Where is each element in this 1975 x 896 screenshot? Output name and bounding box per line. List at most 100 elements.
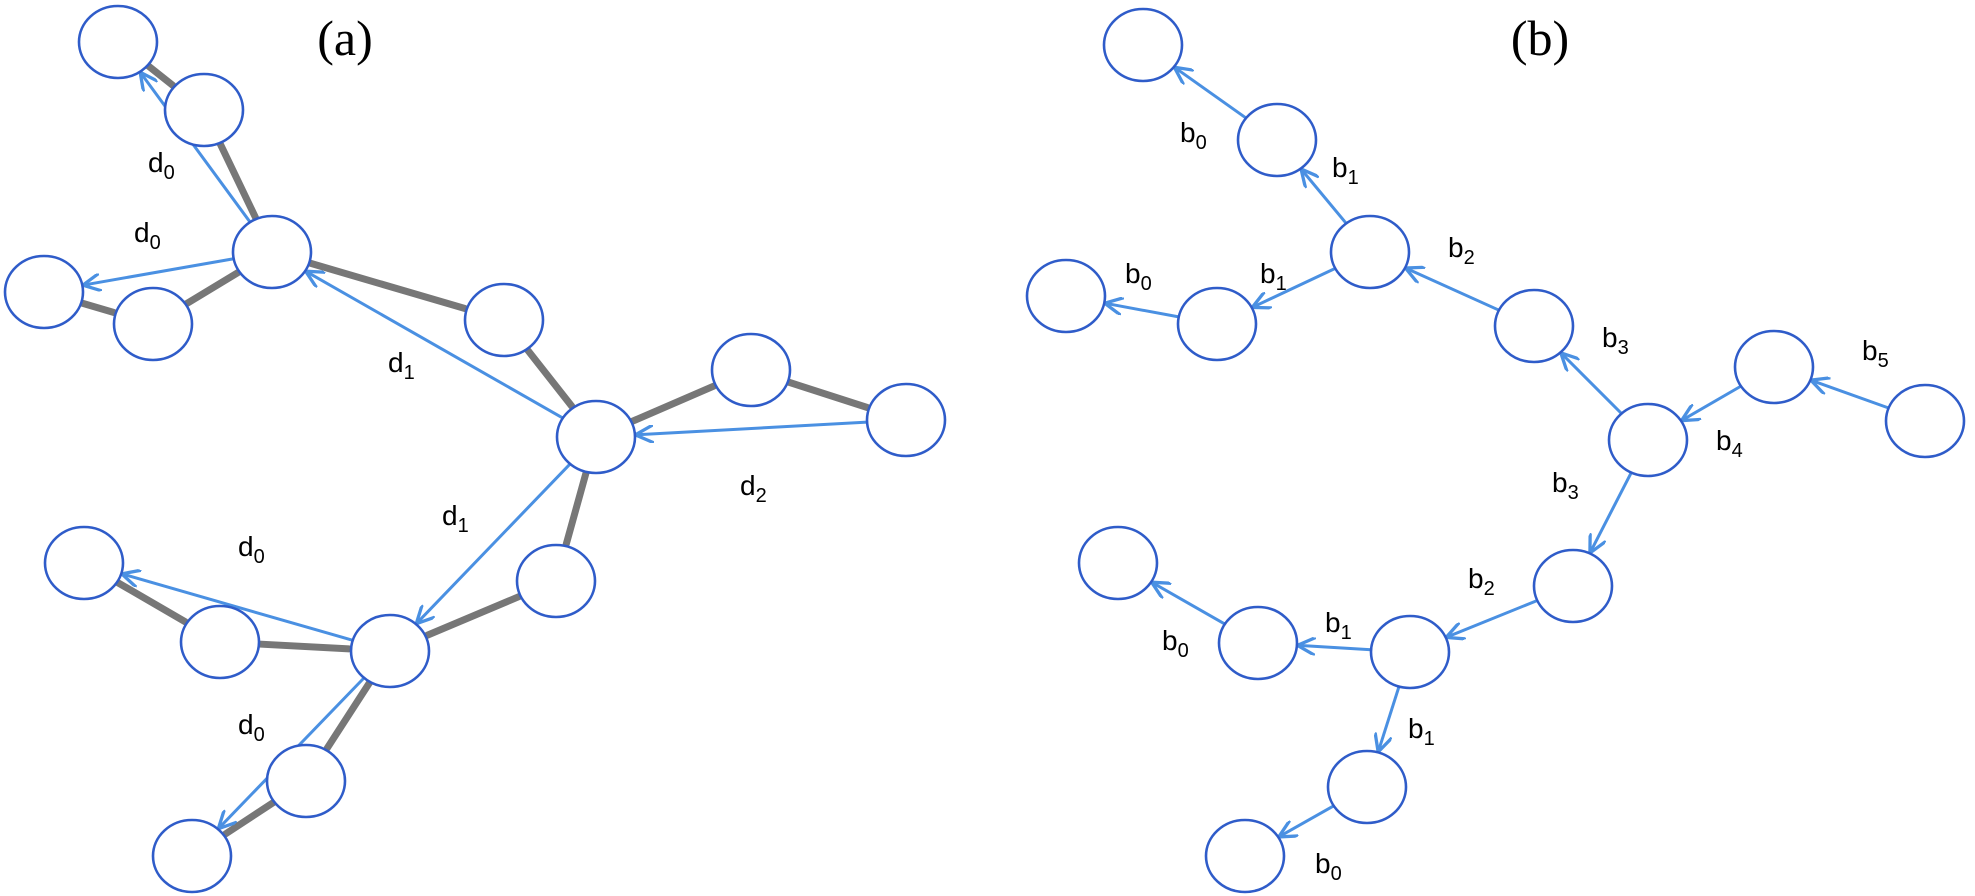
graph-node [265,743,347,819]
graph-node [231,214,313,290]
graph-node [151,818,233,894]
direction-arrow [1280,804,1335,836]
panel-a-title: (a) [317,10,373,66]
bond-line [77,299,118,317]
direction-arrow [1106,303,1180,319]
graph-node [112,286,194,362]
bond-line [113,578,189,626]
label-subscript: 0 [1141,273,1152,295]
label-subscript: 0 [1331,863,1342,885]
graph-node [1329,214,1411,290]
label-subscript: 1 [1348,167,1359,189]
label-base: b [1468,563,1484,594]
edge-label-d1: d1 [388,347,415,384]
direction-arrow [417,462,572,623]
label-subscript: 0 [150,232,161,254]
edge-label-d1: d1 [442,500,469,537]
panel-a-labels: d0 d0 d1 d2 d1 d0 d0 [134,147,767,746]
edge-label-b3: b3 [1602,322,1629,359]
bond-layer [77,61,871,838]
label-subscript: 3 [1568,482,1579,504]
direction-arrow [1591,471,1633,552]
arrow-layer [84,68,1890,836]
graph-node [710,332,792,408]
label-subscript: 1 [404,362,415,384]
label-base: d [388,347,404,378]
label-base: b [1260,258,1276,289]
panel-b-labels: b0 b1 b0 b1 b2 b3 b5 b4 b3 b2 b1 b0 b1 b… [1125,117,1889,885]
label-base: b [1408,713,1424,744]
edge-label-d2: d2 [740,470,767,507]
graph-node [77,4,159,80]
direction-arrow [1448,599,1538,636]
bond-line [523,345,576,410]
edge-label-b4: b4 [1716,425,1743,462]
graph-node [865,382,947,458]
direction-arrow [1379,686,1401,751]
label-base: b [1162,625,1178,656]
label-base: b [1862,335,1878,366]
label-subscript: 2 [756,485,767,507]
graph-node [1493,288,1575,364]
graph-node [1369,614,1451,690]
label-base: b [1552,467,1568,498]
label-subscript: 1 [458,515,469,537]
edge-label-b1: b1 [1408,713,1435,750]
graph-node [179,604,261,680]
label-base: b [1448,232,1464,263]
direction-arrow [123,574,354,642]
edge-label-b1: b1 [1260,258,1287,295]
direction-arrow [1407,269,1500,312]
label-subscript: 0 [1178,640,1189,662]
label-subscript: 1 [1341,622,1352,644]
label-subscript: 5 [1878,350,1889,372]
bond-line [423,592,525,639]
label-subscript: 2 [1464,247,1475,269]
direction-arrow [1683,384,1742,420]
bond-line [323,678,374,752]
label-base: d [442,500,458,531]
direction-arrow [84,257,234,285]
label-base: d [134,217,150,248]
direction-arrow [141,73,252,224]
edge-label-b0: b0 [1125,258,1152,295]
bond-line [144,61,177,89]
edge-label-b0: b0 [1162,625,1189,662]
graph-node [1176,286,1258,362]
graph-node [1217,605,1299,681]
label-base: b [1180,117,1196,148]
label-subscript: 2 [1484,578,1495,600]
node-layer [3,4,1966,894]
edge-label-d0: d0 [238,531,265,568]
edge-label-b1: b1 [1332,152,1359,189]
direction-arrow [1176,68,1247,120]
label-subscript: 0 [164,162,175,184]
edge-label-b2: b2 [1448,232,1475,269]
label-subscript: 0 [254,724,265,746]
edge-label-b1: b1 [1325,607,1352,644]
label-base: b [1716,425,1732,456]
graph-node [1532,548,1614,624]
edge-label-d0: d0 [148,147,175,184]
graph-node [1025,258,1107,334]
direction-arrow [1254,266,1336,306]
label-base: b [1315,848,1331,879]
label-base: d [148,147,164,178]
label-base: b [1602,322,1618,353]
bond-line [221,798,278,838]
direction-arrow [1299,645,1372,649]
edge-label-b0: b0 [1315,848,1342,885]
graph-node [1884,383,1966,459]
edge-label-d0: d0 [238,709,265,746]
bond-line [627,382,718,426]
label-subscript: 1 [1276,273,1287,295]
bond-line [784,378,871,412]
label-base: b [1325,607,1341,638]
bond-line [255,640,353,653]
graph-node [1077,525,1159,601]
edge-label-b3: b3 [1552,467,1579,504]
bond-line [216,139,259,221]
direction-arrow [1153,583,1226,626]
edge-label-b5: b5 [1862,335,1889,372]
